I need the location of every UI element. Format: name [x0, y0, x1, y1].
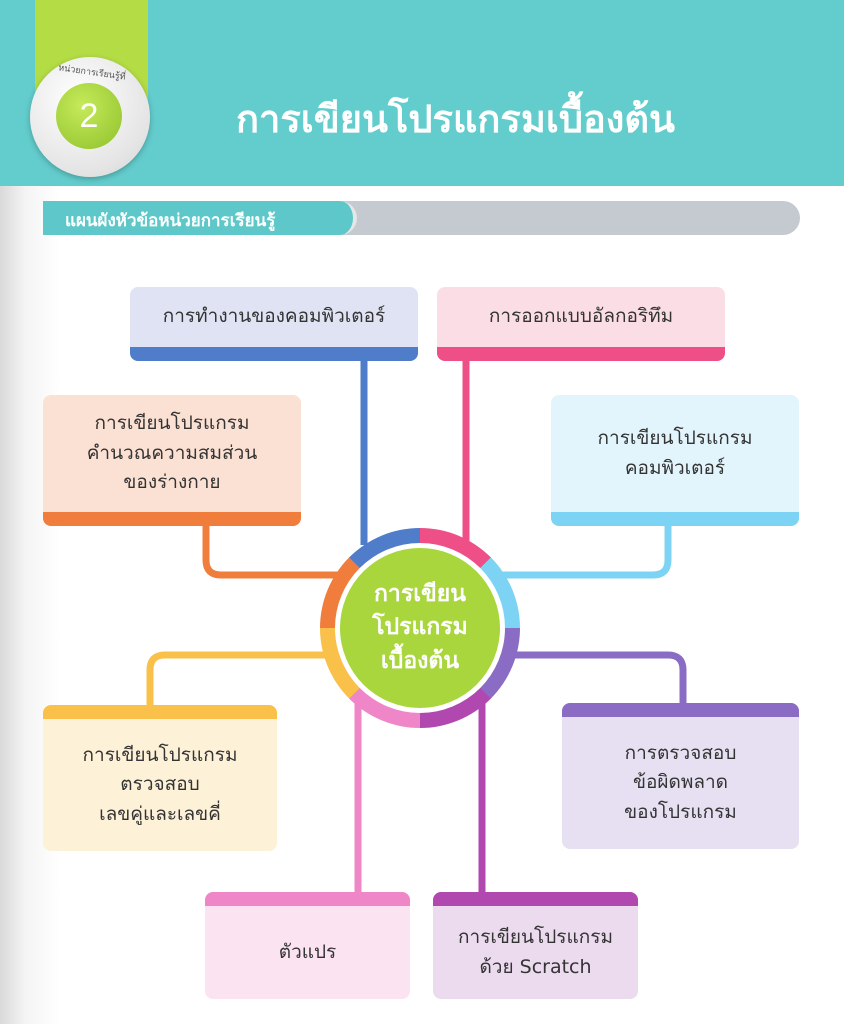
- topic-label: ตัวแปร: [278, 940, 337, 963]
- topic-box-computer-operation: การทำงานของคอมพิวเตอร์: [130, 287, 418, 361]
- topic-label: การเขียนโปรแกรม ตรวจสอบ เลขคู่และเลขคี่: [82, 743, 238, 825]
- center-hub: การเขียน โปรแกรม เบื้องต้น: [320, 528, 520, 728]
- color-bar: [130, 347, 418, 361]
- topic-label: การเขียนโปรแกรม คำนวณความสมส่วน ของร่างก…: [86, 412, 258, 494]
- topic-box-bmi-program: การเขียนโปรแกรม คำนวณความสมส่วน ของร่างก…: [43, 395, 301, 526]
- topic-box-scratch: การเขียนโปรแกรม ด้วย Scratch: [433, 892, 638, 999]
- topic-label: การทำงานของคอมพิวเตอร์: [162, 305, 386, 328]
- topic-label: การตรวจสอบ ข้อผิดพลาด ของโปรแกรม: [624, 741, 737, 823]
- color-bar: [437, 347, 725, 361]
- connector-4: [500, 520, 672, 579]
- topic-box-computer-programming: การเขียนโปรแกรม คอมพิวเตอร์: [551, 395, 799, 526]
- color-bar: [433, 892, 638, 906]
- topic-box-debugging: การตรวจสอบ ข้อผิดพลาด ของโปรแกรม: [562, 703, 799, 849]
- color-bar: [562, 703, 799, 717]
- topic-label: การเขียนโปรแกรม ด้วย Scratch: [458, 926, 613, 978]
- page-title: การเขียนโปรแกรมเบื้องต้น: [236, 97, 676, 141]
- topic-box-algorithm: การออกแบบอัลกอริทึม: [437, 287, 725, 361]
- connector-5: [146, 651, 340, 710]
- topic-box-variables: ตัวแปร: [205, 892, 410, 999]
- topic-label: การเขียนโปรแกรม คอมพิวเตอร์: [597, 427, 753, 479]
- section-label: แผนผังหัวข้อหน่วยการเรียนรู้: [43, 201, 357, 235]
- unit-badge: หน่วยการเรียนรู้ที่ 2: [30, 57, 150, 177]
- color-bar: [205, 892, 410, 906]
- topic-label: การออกแบบอัลกอริทึม: [488, 305, 674, 328]
- connector-6: [500, 651, 687, 708]
- color-bar: [551, 512, 799, 526]
- color-bar: [43, 512, 301, 526]
- connector-3: [202, 520, 340, 579]
- unit-number: 2: [56, 83, 122, 149]
- header-banner: หน่วยการเรียนรู้ที่ 2 การเขียนโปรแกรมเบื…: [0, 0, 844, 186]
- center-label: การเขียน โปรแกรม เบื้องต้น: [340, 548, 500, 708]
- color-bar: [43, 705, 277, 719]
- topic-box-even-odd: การเขียนโปรแกรม ตรวจสอบ เลขคู่และเลขคี่: [43, 705, 277, 851]
